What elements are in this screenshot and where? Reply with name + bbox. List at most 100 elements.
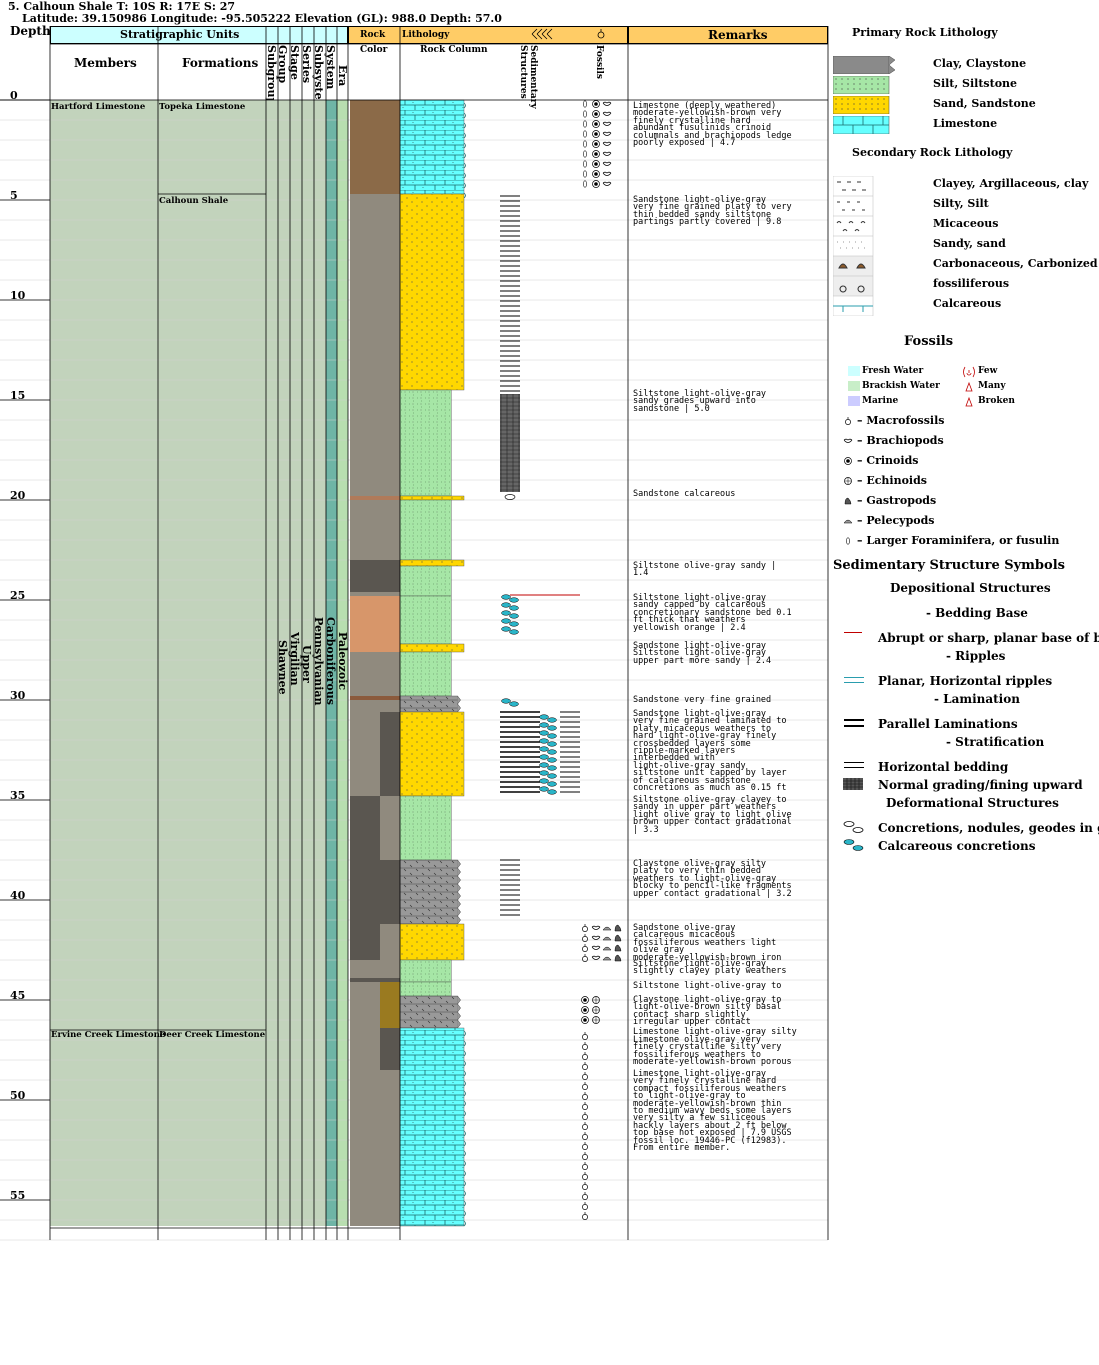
rock-color-cell — [350, 960, 400, 978]
pelecypod-icon — [602, 956, 612, 961]
macrofossil-icon — [582, 1154, 588, 1160]
macrofossil-header-icon — [597, 29, 605, 39]
remark-text: Siltstone light-olive-gray sandy grades … — [633, 389, 767, 414]
members-title: Members — [74, 56, 137, 70]
limestone-edge — [463, 1060, 466, 1067]
gastropod-icon — [614, 944, 622, 952]
clay-edge — [457, 859, 461, 869]
brachiopod-icon — [602, 171, 612, 176]
calc-concretion — [501, 602, 511, 608]
legend-fossil-icon-echi — [844, 477, 852, 485]
legend-abundance-icon — [965, 381, 973, 392]
remarks-header — [628, 26, 828, 44]
pelecypod-icon — [602, 926, 612, 931]
depth-label: 15 — [10, 389, 26, 402]
clay-edge — [457, 907, 461, 917]
calc-concretion — [539, 746, 549, 752]
rock-color-cell — [350, 860, 400, 924]
legend-secondary-label: Sandy, sand — [933, 237, 1006, 250]
limestone-edge — [463, 192, 466, 199]
brachiopod-icon — [602, 121, 612, 126]
legend-fossil-icon-fora — [846, 537, 850, 545]
clay-edge — [457, 899, 461, 909]
rock-color-cell — [350, 924, 380, 960]
legend-ripples: - Ripples — [946, 649, 1006, 663]
remark-text: Sandstone light-olive-gray very fine gra… — [633, 709, 787, 794]
limestone-edge — [463, 132, 466, 139]
legend-env-swatch — [848, 396, 860, 406]
macrofossil-icon — [582, 1164, 588, 1170]
legend-env-swatch — [848, 366, 860, 376]
macrofossil-icon — [582, 1174, 588, 1180]
foraminifera-icon — [846, 537, 850, 545]
lithology-sand — [399, 643, 465, 653]
rock-color-cell — [380, 924, 400, 960]
lithology-limestone — [399, 99, 465, 195]
crinoid-icon-core — [583, 1008, 587, 1012]
brachiopod-icon — [843, 438, 853, 443]
limestone-edge — [463, 102, 466, 109]
macrofossil-icon — [582, 926, 588, 932]
legend-fossil-label: – Larger Foraminifera, or fusulin — [857, 534, 1060, 547]
calc-concretion — [509, 597, 519, 603]
remark-text: Sandstone light-olive-gray very fine gra… — [633, 195, 792, 228]
clay-edge — [457, 915, 461, 925]
clay-edge — [457, 1003, 461, 1013]
normal-grading — [500, 394, 520, 492]
rock-color-cell — [350, 592, 400, 596]
crinoid-icon-core — [594, 132, 598, 136]
subsystem-label: Pennsylvanian — [312, 617, 325, 706]
calc-concretion — [509, 701, 519, 707]
lithology-sand — [399, 495, 465, 501]
rock-color-cell — [350, 496, 400, 500]
limestone-edge — [463, 1200, 466, 1207]
limestone-edge — [463, 1160, 466, 1167]
calc-concretion — [547, 749, 557, 755]
remark-text: Siltstone light-olive-gray sandy capped … — [633, 593, 792, 633]
crinoid-icon-core — [594, 142, 598, 146]
stage-label: Virgilian — [288, 632, 301, 686]
macrofossil-icon — [582, 1074, 588, 1080]
calc-concretion — [501, 610, 511, 616]
rock-color-cell — [350, 1028, 380, 1070]
brachiopod-icon — [591, 935, 601, 940]
calc-concretion — [547, 757, 557, 763]
legend-bedding-base: - Bedding Base — [926, 606, 1028, 620]
limestone-edge — [463, 172, 466, 179]
remark-text: Limestone light-olive-gray silty — [633, 1027, 797, 1037]
brachiopod-icon — [602, 101, 612, 106]
rock-color-cell — [350, 560, 400, 592]
legend-lamination: - Lamination — [934, 692, 1020, 706]
rock-color-cell — [350, 696, 400, 700]
depth-label: 40 — [10, 889, 26, 902]
brachiopod-icon — [602, 151, 612, 156]
depth-label: 10 — [10, 289, 26, 302]
gastropod-icon — [614, 934, 622, 942]
brachiopod-icon — [591, 925, 601, 930]
macrofossil-icon — [582, 1194, 588, 1200]
subgroup-title: Subgroup — [265, 45, 278, 106]
rock-color-cell — [380, 796, 400, 860]
calc-concretion — [539, 770, 549, 776]
color-title: Color — [360, 45, 388, 55]
legend-primary-label: Sand, Sandstone — [933, 97, 1036, 110]
macrofossil-icon — [582, 1064, 588, 1070]
legend-secondary-title: Secondary Rock Lithology — [852, 146, 1013, 159]
lithology-silt — [399, 565, 452, 597]
foraminifera-icon — [583, 110, 587, 118]
depth-label: 5 — [10, 189, 18, 202]
clay-edge — [457, 891, 461, 901]
brachiopod-icon — [602, 181, 612, 186]
legend-horizontal-symbol — [844, 762, 864, 768]
depth-label: 30 — [10, 689, 26, 702]
remark-text: Claystone light-olive-gray to light-oliv… — [633, 995, 782, 1028]
remark-text: Siltstone light-olive-gray slightly clay… — [633, 959, 787, 977]
macrofossil-icon — [845, 419, 851, 425]
legend-fossil-label: – Echinoids — [857, 474, 927, 487]
limestone-edge — [463, 1220, 466, 1227]
brachiopod-icon — [591, 955, 601, 960]
calc-concretion — [509, 629, 519, 635]
legend-env-label: Marine — [862, 396, 899, 406]
pelecypod-icon — [843, 519, 853, 524]
rock-color-cell — [350, 652, 400, 696]
